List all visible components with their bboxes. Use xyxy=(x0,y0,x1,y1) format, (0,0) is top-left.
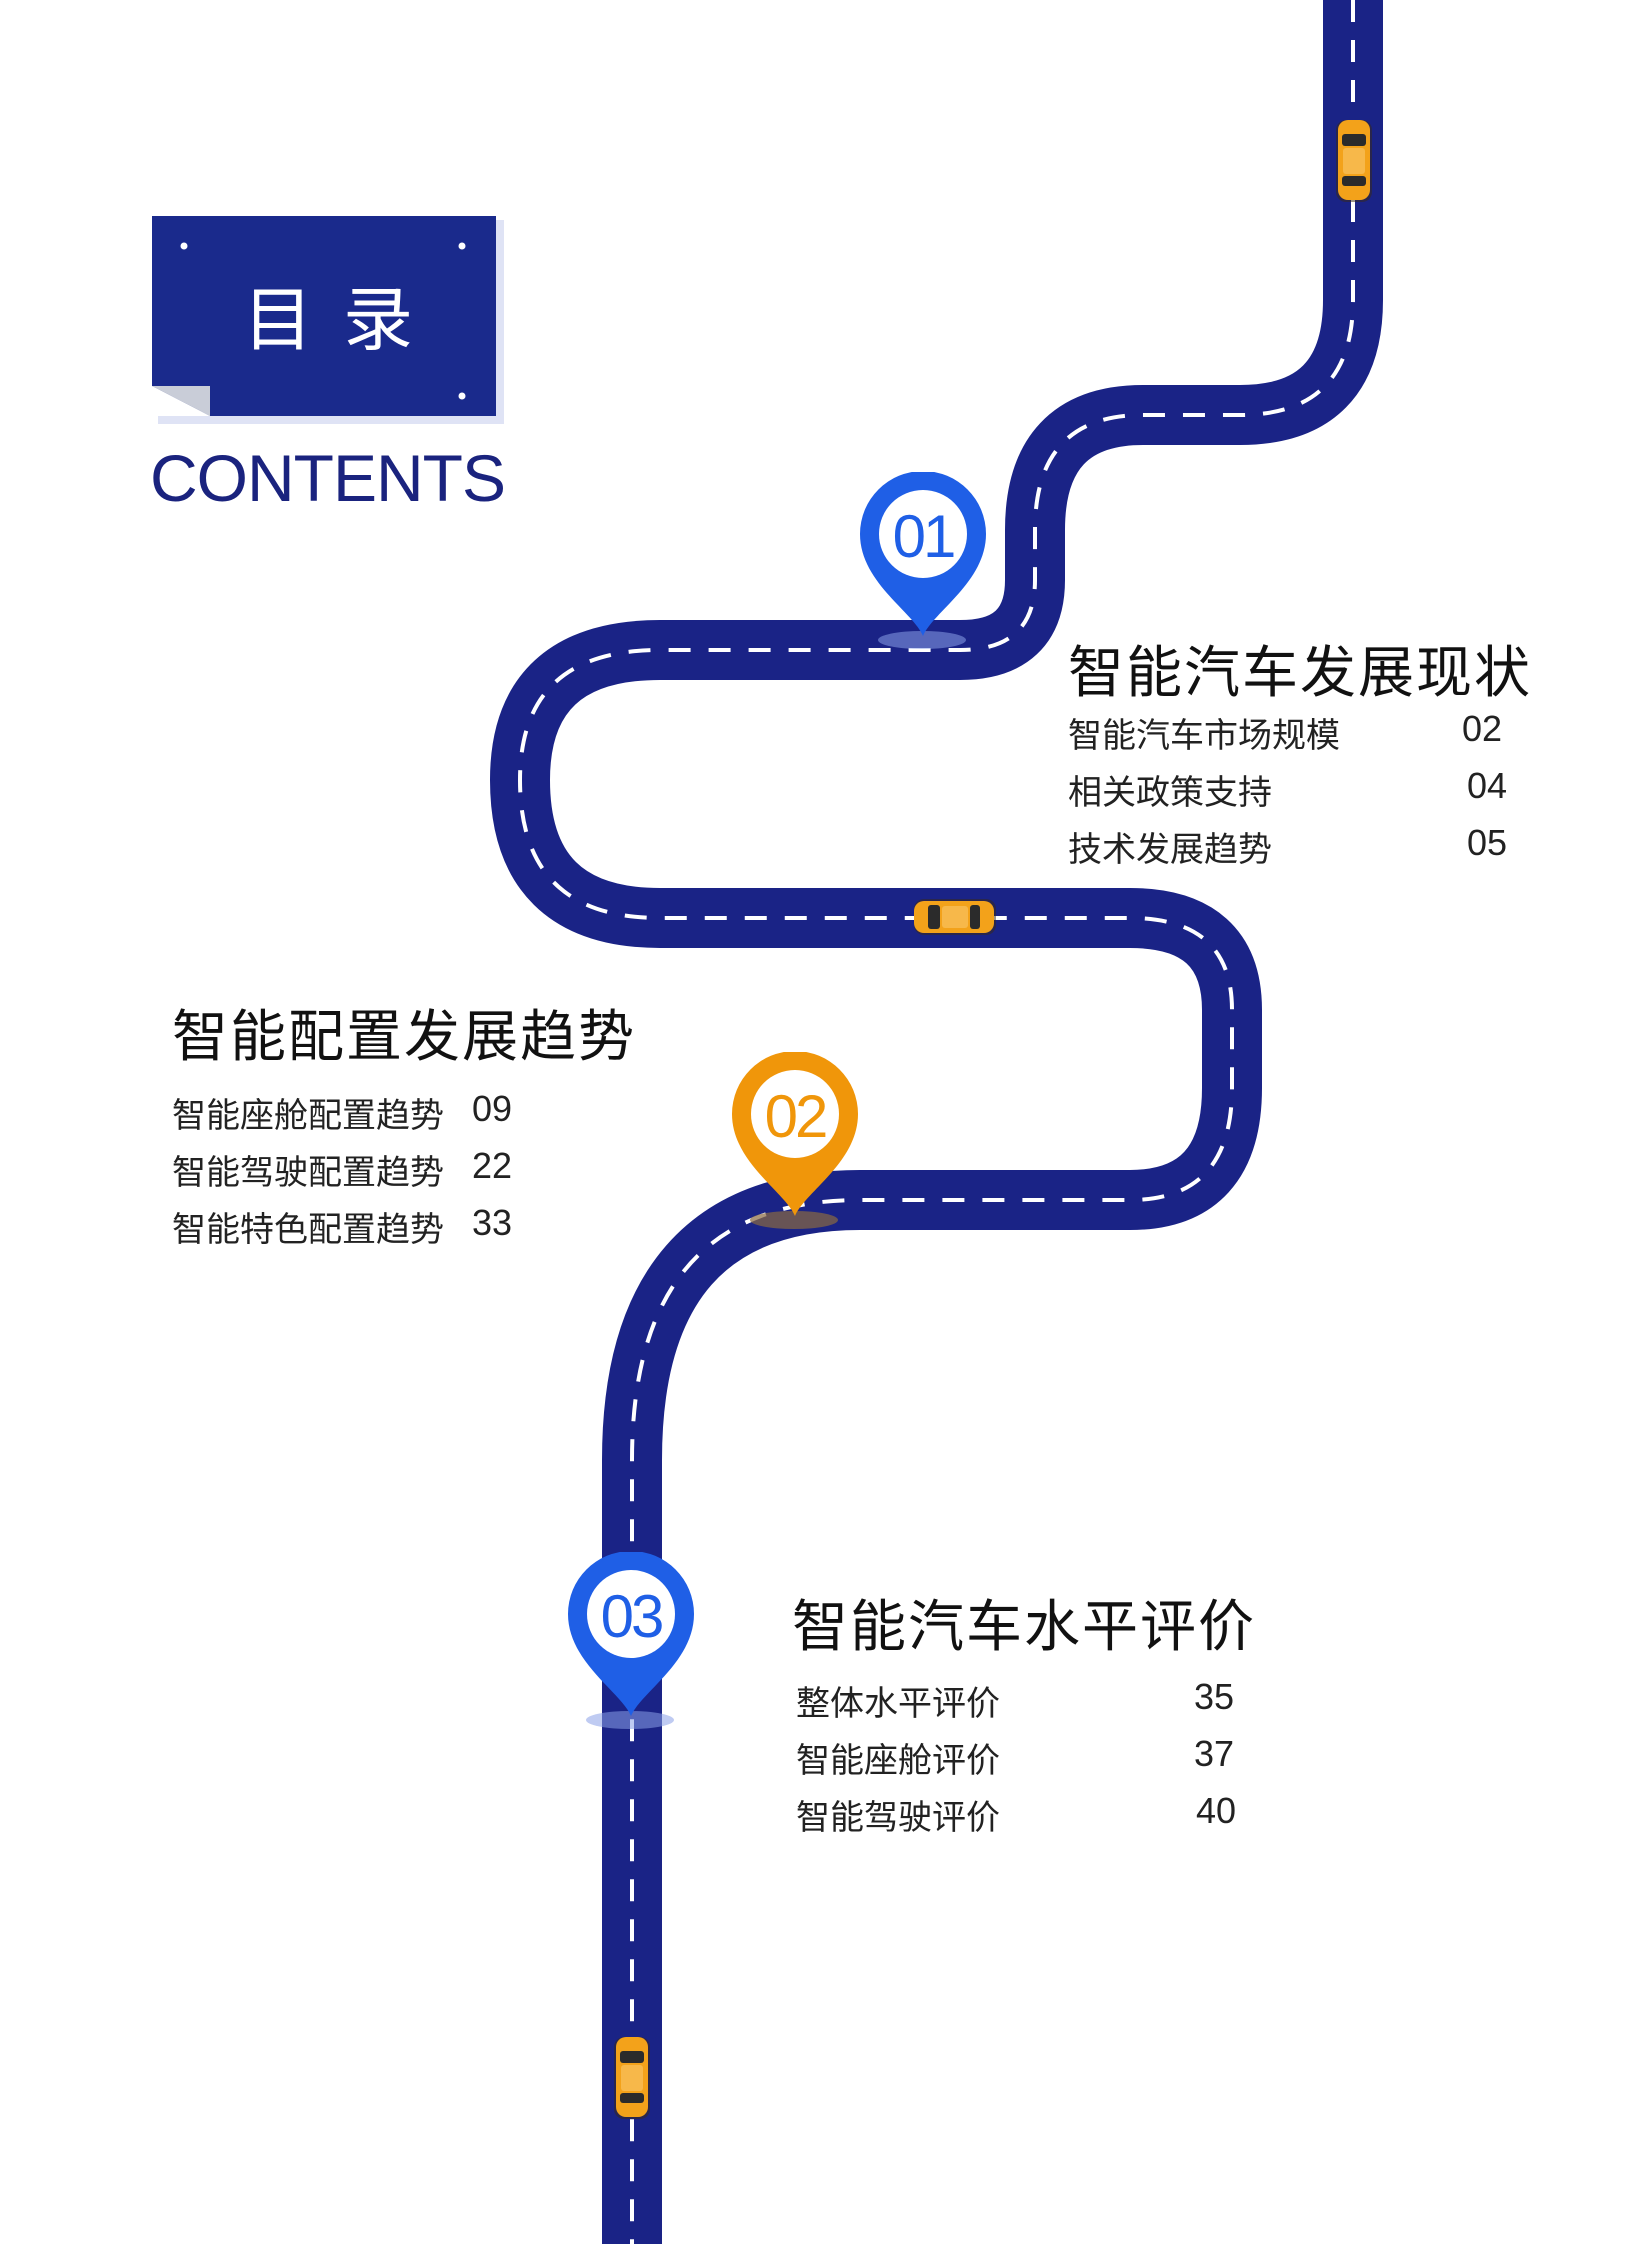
toc-item[interactable]: 智能驾驶配置趋势 22 xyxy=(172,1145,572,1202)
car-icon xyxy=(1334,118,1374,208)
pin-number: 03 xyxy=(600,1583,665,1650)
contents-subtitle: CONTENTS xyxy=(150,441,506,515)
toc-item-label: 技术发展趋势 xyxy=(1068,830,1272,870)
car-icon xyxy=(912,897,998,941)
toc-item-page: 09 xyxy=(472,1088,513,1129)
toc-item-label: 整体水平评价 xyxy=(796,1684,1000,1724)
toc-item[interactable]: 整体水平评价 35 xyxy=(796,1676,1256,1733)
toc-list: 整体水平评价 35 智能座舱评价 37 智能驾驶评价 40 xyxy=(796,1676,1256,1847)
toc-item-label: 智能座舱配置趋势 xyxy=(172,1096,444,1136)
toc-item-page: 37 xyxy=(1194,1733,1235,1774)
title-box: 目录 xyxy=(152,216,504,424)
car-icon xyxy=(612,2035,652,2125)
toc-item-label: 智能驾驶评价 xyxy=(796,1798,1000,1838)
toc-list: 智能汽车市场规模 02 相关政策支持 04 技术发展趋势 05 xyxy=(1068,708,1508,879)
toc-item-page: 22 xyxy=(472,1145,513,1186)
toc-item[interactable]: 智能汽车市场规模 02 xyxy=(1068,708,1508,765)
toc-item-page: 35 xyxy=(1194,1676,1235,1717)
toc-item-label: 智能座舱评价 xyxy=(796,1741,1000,1781)
toc-item[interactable]: 智能驾驶评价 40 xyxy=(796,1790,1256,1847)
toc-item-page: 05 xyxy=(1467,822,1508,863)
pin-number: 02 xyxy=(764,1083,829,1150)
toc-list: 智能座舱配置趋势 09 智能驾驶配置趋势 22 智能特色配置趋势 33 xyxy=(172,1088,572,1259)
toc-item-page: 40 xyxy=(1196,1790,1237,1831)
toc-item-page: 33 xyxy=(472,1202,513,1243)
page-title: 目录 xyxy=(243,279,443,361)
toc-item-page: 02 xyxy=(1462,708,1503,749)
pin-number: 01 xyxy=(892,503,957,570)
toc-item-label: 智能特色配置趋势 xyxy=(172,1210,444,1250)
location-pin-icon: 02 xyxy=(730,1051,860,1232)
toc-item[interactable]: 技术发展趋势 05 xyxy=(1068,822,1508,879)
toc-item[interactable]: 智能特色配置趋势 33 xyxy=(172,1202,572,1259)
toc-item-label: 智能驾驶配置趋势 xyxy=(172,1153,444,1193)
toc-item-label: 智能汽车市场规模 xyxy=(1068,716,1340,756)
section-title: 智能配置发展趋势 xyxy=(172,1005,636,1070)
toc-item-page: 04 xyxy=(1467,765,1508,806)
toc-item[interactable]: 相关政策支持 04 xyxy=(1068,765,1508,822)
toc-item[interactable]: 智能座舱配置趋势 09 xyxy=(172,1088,572,1145)
toc-item[interactable]: 智能座舱评价 37 xyxy=(796,1733,1256,1790)
section-title: 智能汽车水平评价 xyxy=(792,1595,1256,1660)
location-pin-icon: 03 xyxy=(566,1551,696,1732)
location-pin-icon: 01 xyxy=(858,471,988,652)
section-title: 智能汽车发展现状 xyxy=(1068,641,1532,706)
toc-item-label: 相关政策支持 xyxy=(1068,773,1272,813)
